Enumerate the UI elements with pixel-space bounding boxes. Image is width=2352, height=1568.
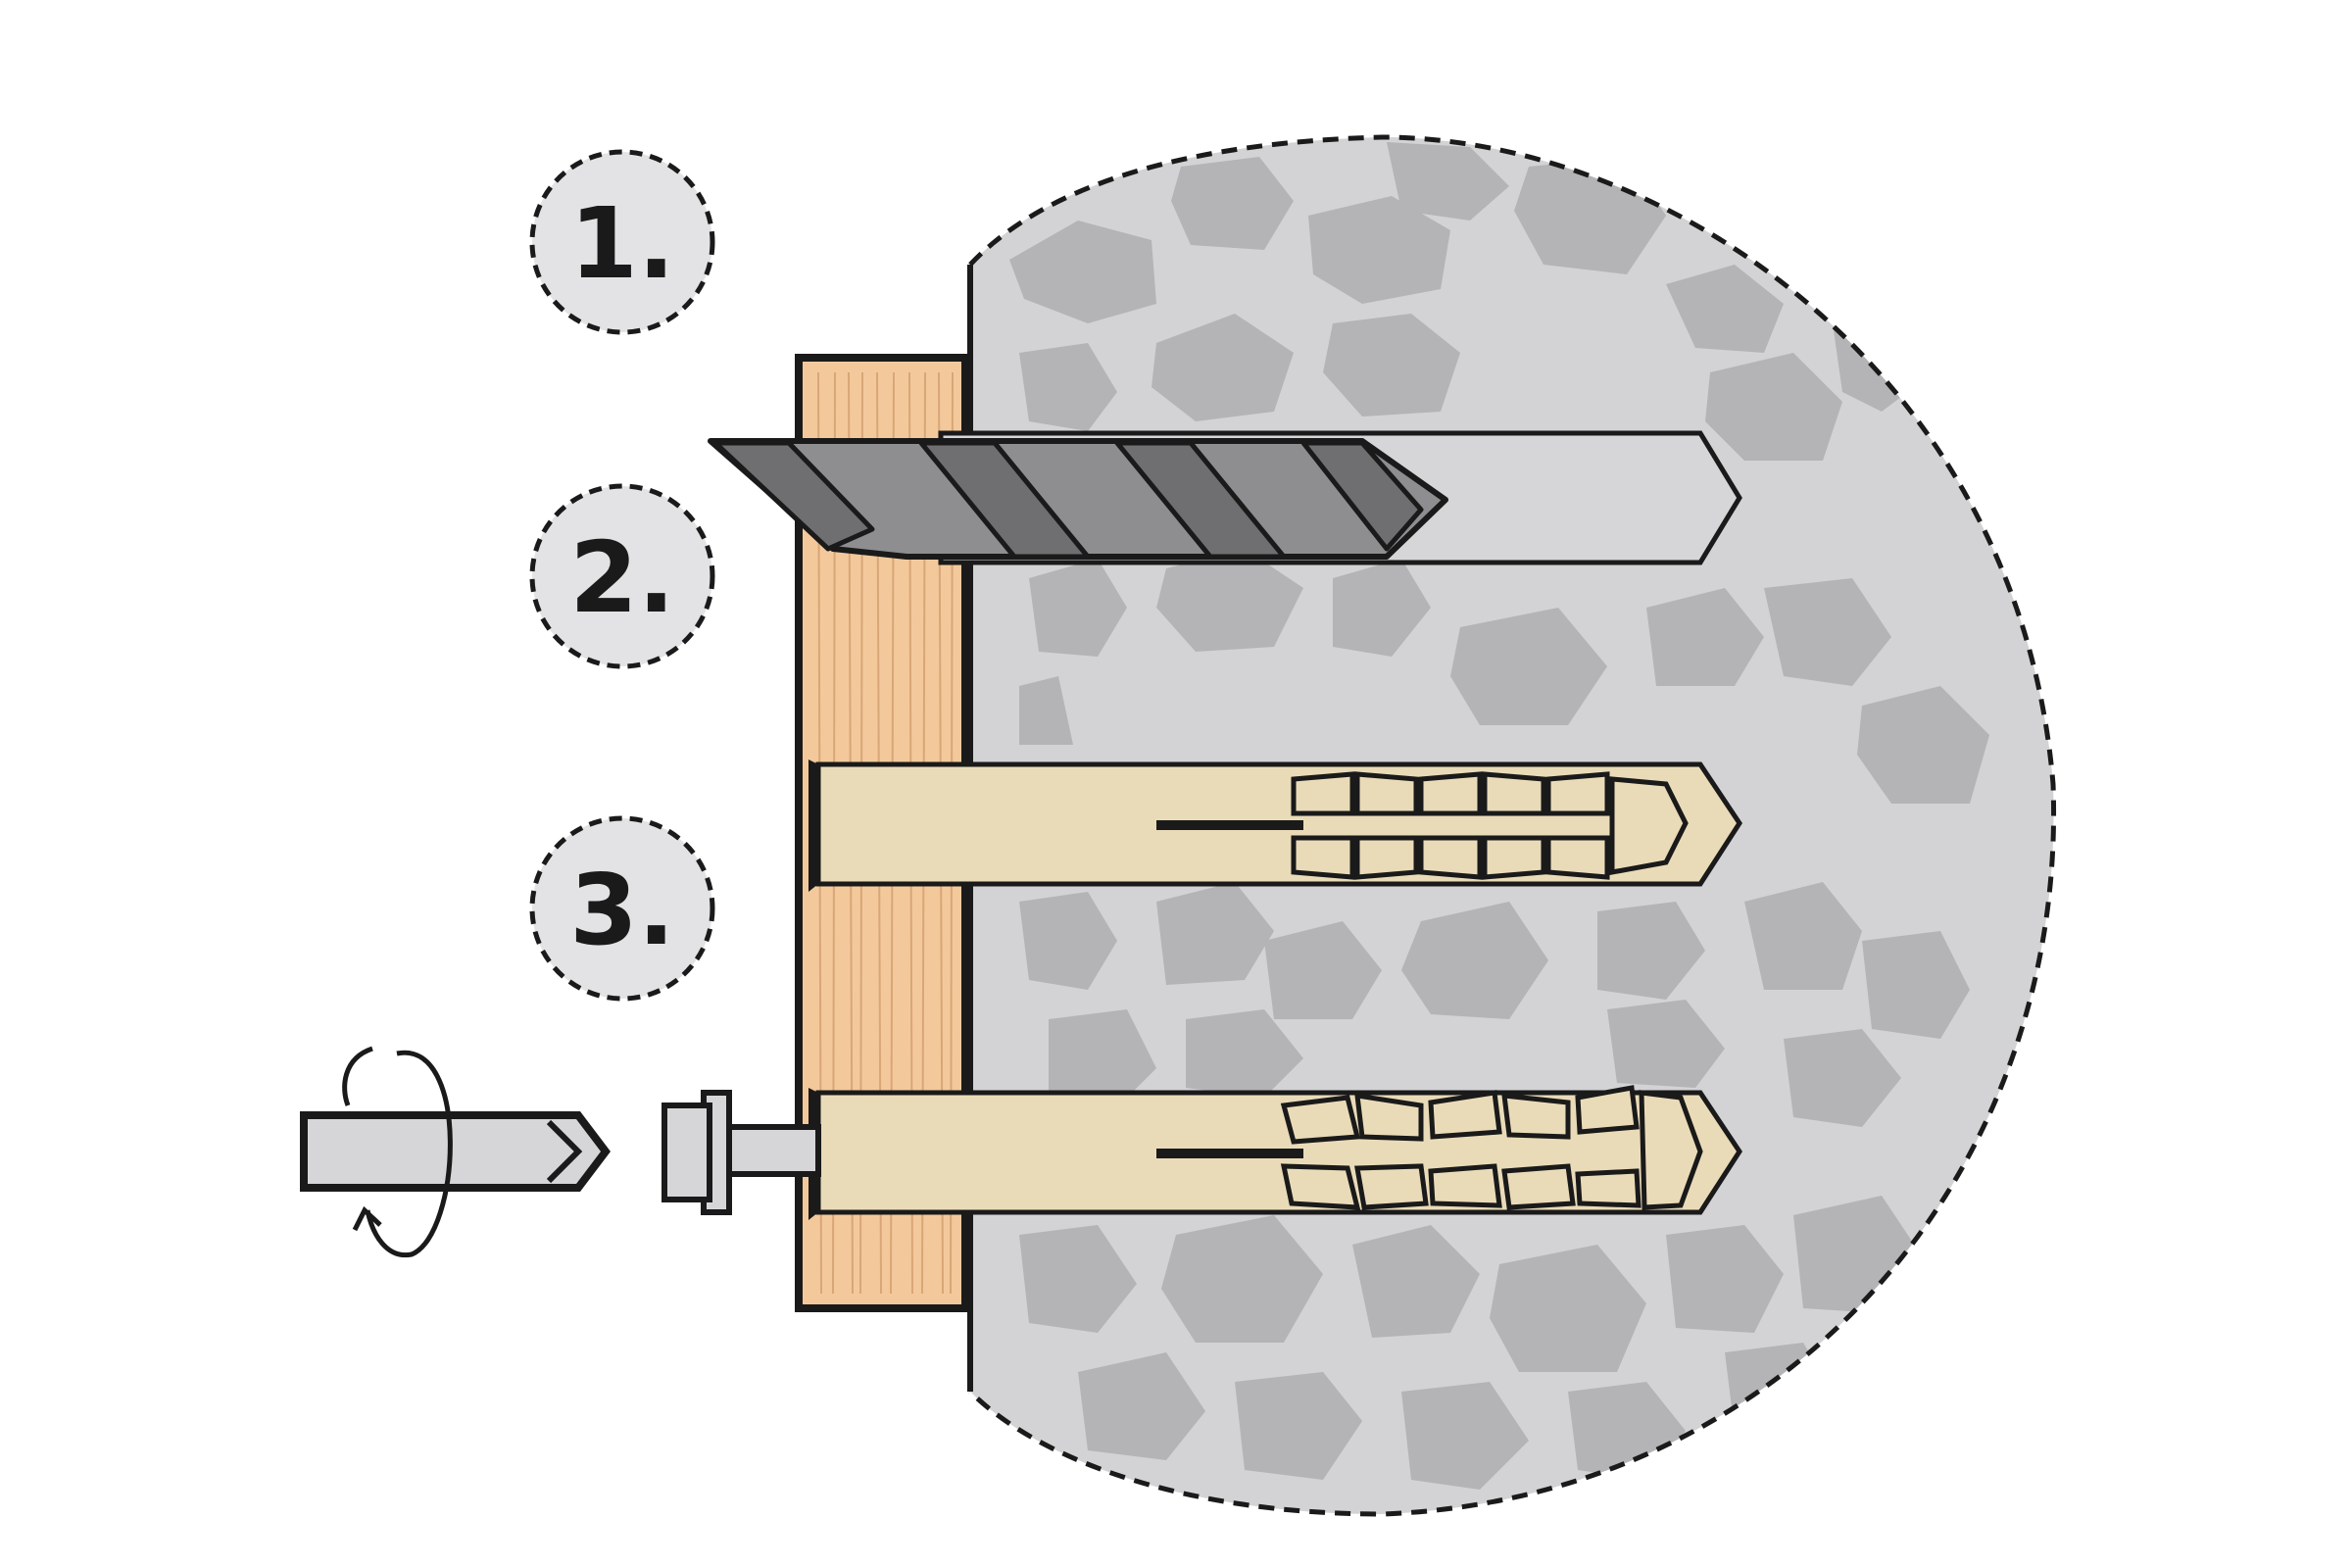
screwdriver-bit-icon	[300, 1111, 612, 1192]
step-badge-1: 1.	[529, 149, 715, 335]
rotation-arrow-icon	[342, 1046, 453, 1258]
step-badge-3: 3.	[529, 815, 715, 1002]
frame-plug-with-screw	[662, 1085, 1742, 1220]
step-label-1: 1.	[569, 186, 675, 301]
wall-dashed-outline	[968, 134, 2057, 1517]
step-badge-2: 2.	[529, 483, 715, 669]
step-label-2: 2.	[569, 520, 675, 635]
frame-plug-inserted	[808, 760, 1742, 892]
drill-bit	[708, 430, 1742, 565]
step-label-3: 3.	[569, 853, 675, 967]
screw-head	[662, 1090, 821, 1215]
